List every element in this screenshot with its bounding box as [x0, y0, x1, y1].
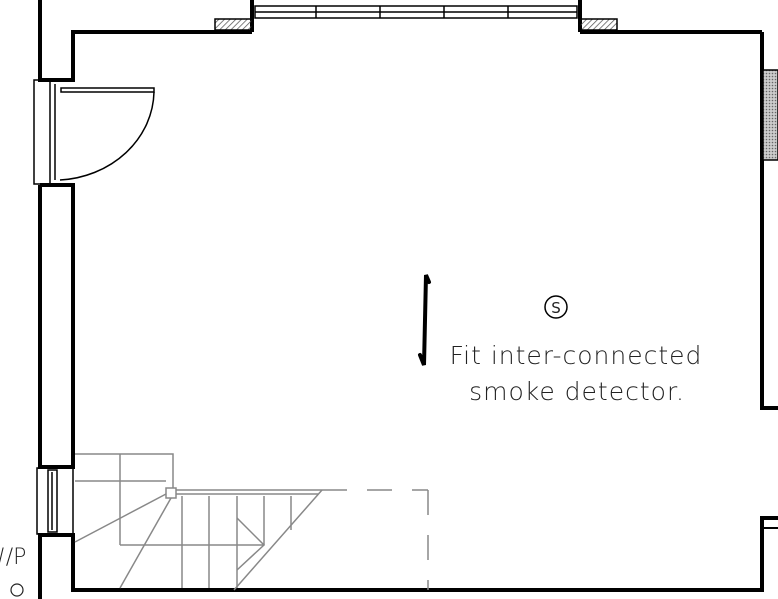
note-line-2: smoke detector.	[469, 377, 685, 406]
svg-text:S: S	[551, 299, 561, 317]
smoke-detector-symbol: S	[544, 295, 568, 319]
left-window	[36, 467, 74, 535]
staircase	[74, 453, 429, 591]
wp-symbol	[10, 583, 24, 597]
walls	[38, 0, 778, 599]
wp-label: W/P	[0, 545, 26, 570]
right-window	[762, 69, 778, 161]
top-window	[214, 5, 618, 31]
note-line-1: Fit inter-connected	[450, 341, 703, 370]
section-arrow	[418, 274, 431, 366]
door	[33, 79, 155, 185]
